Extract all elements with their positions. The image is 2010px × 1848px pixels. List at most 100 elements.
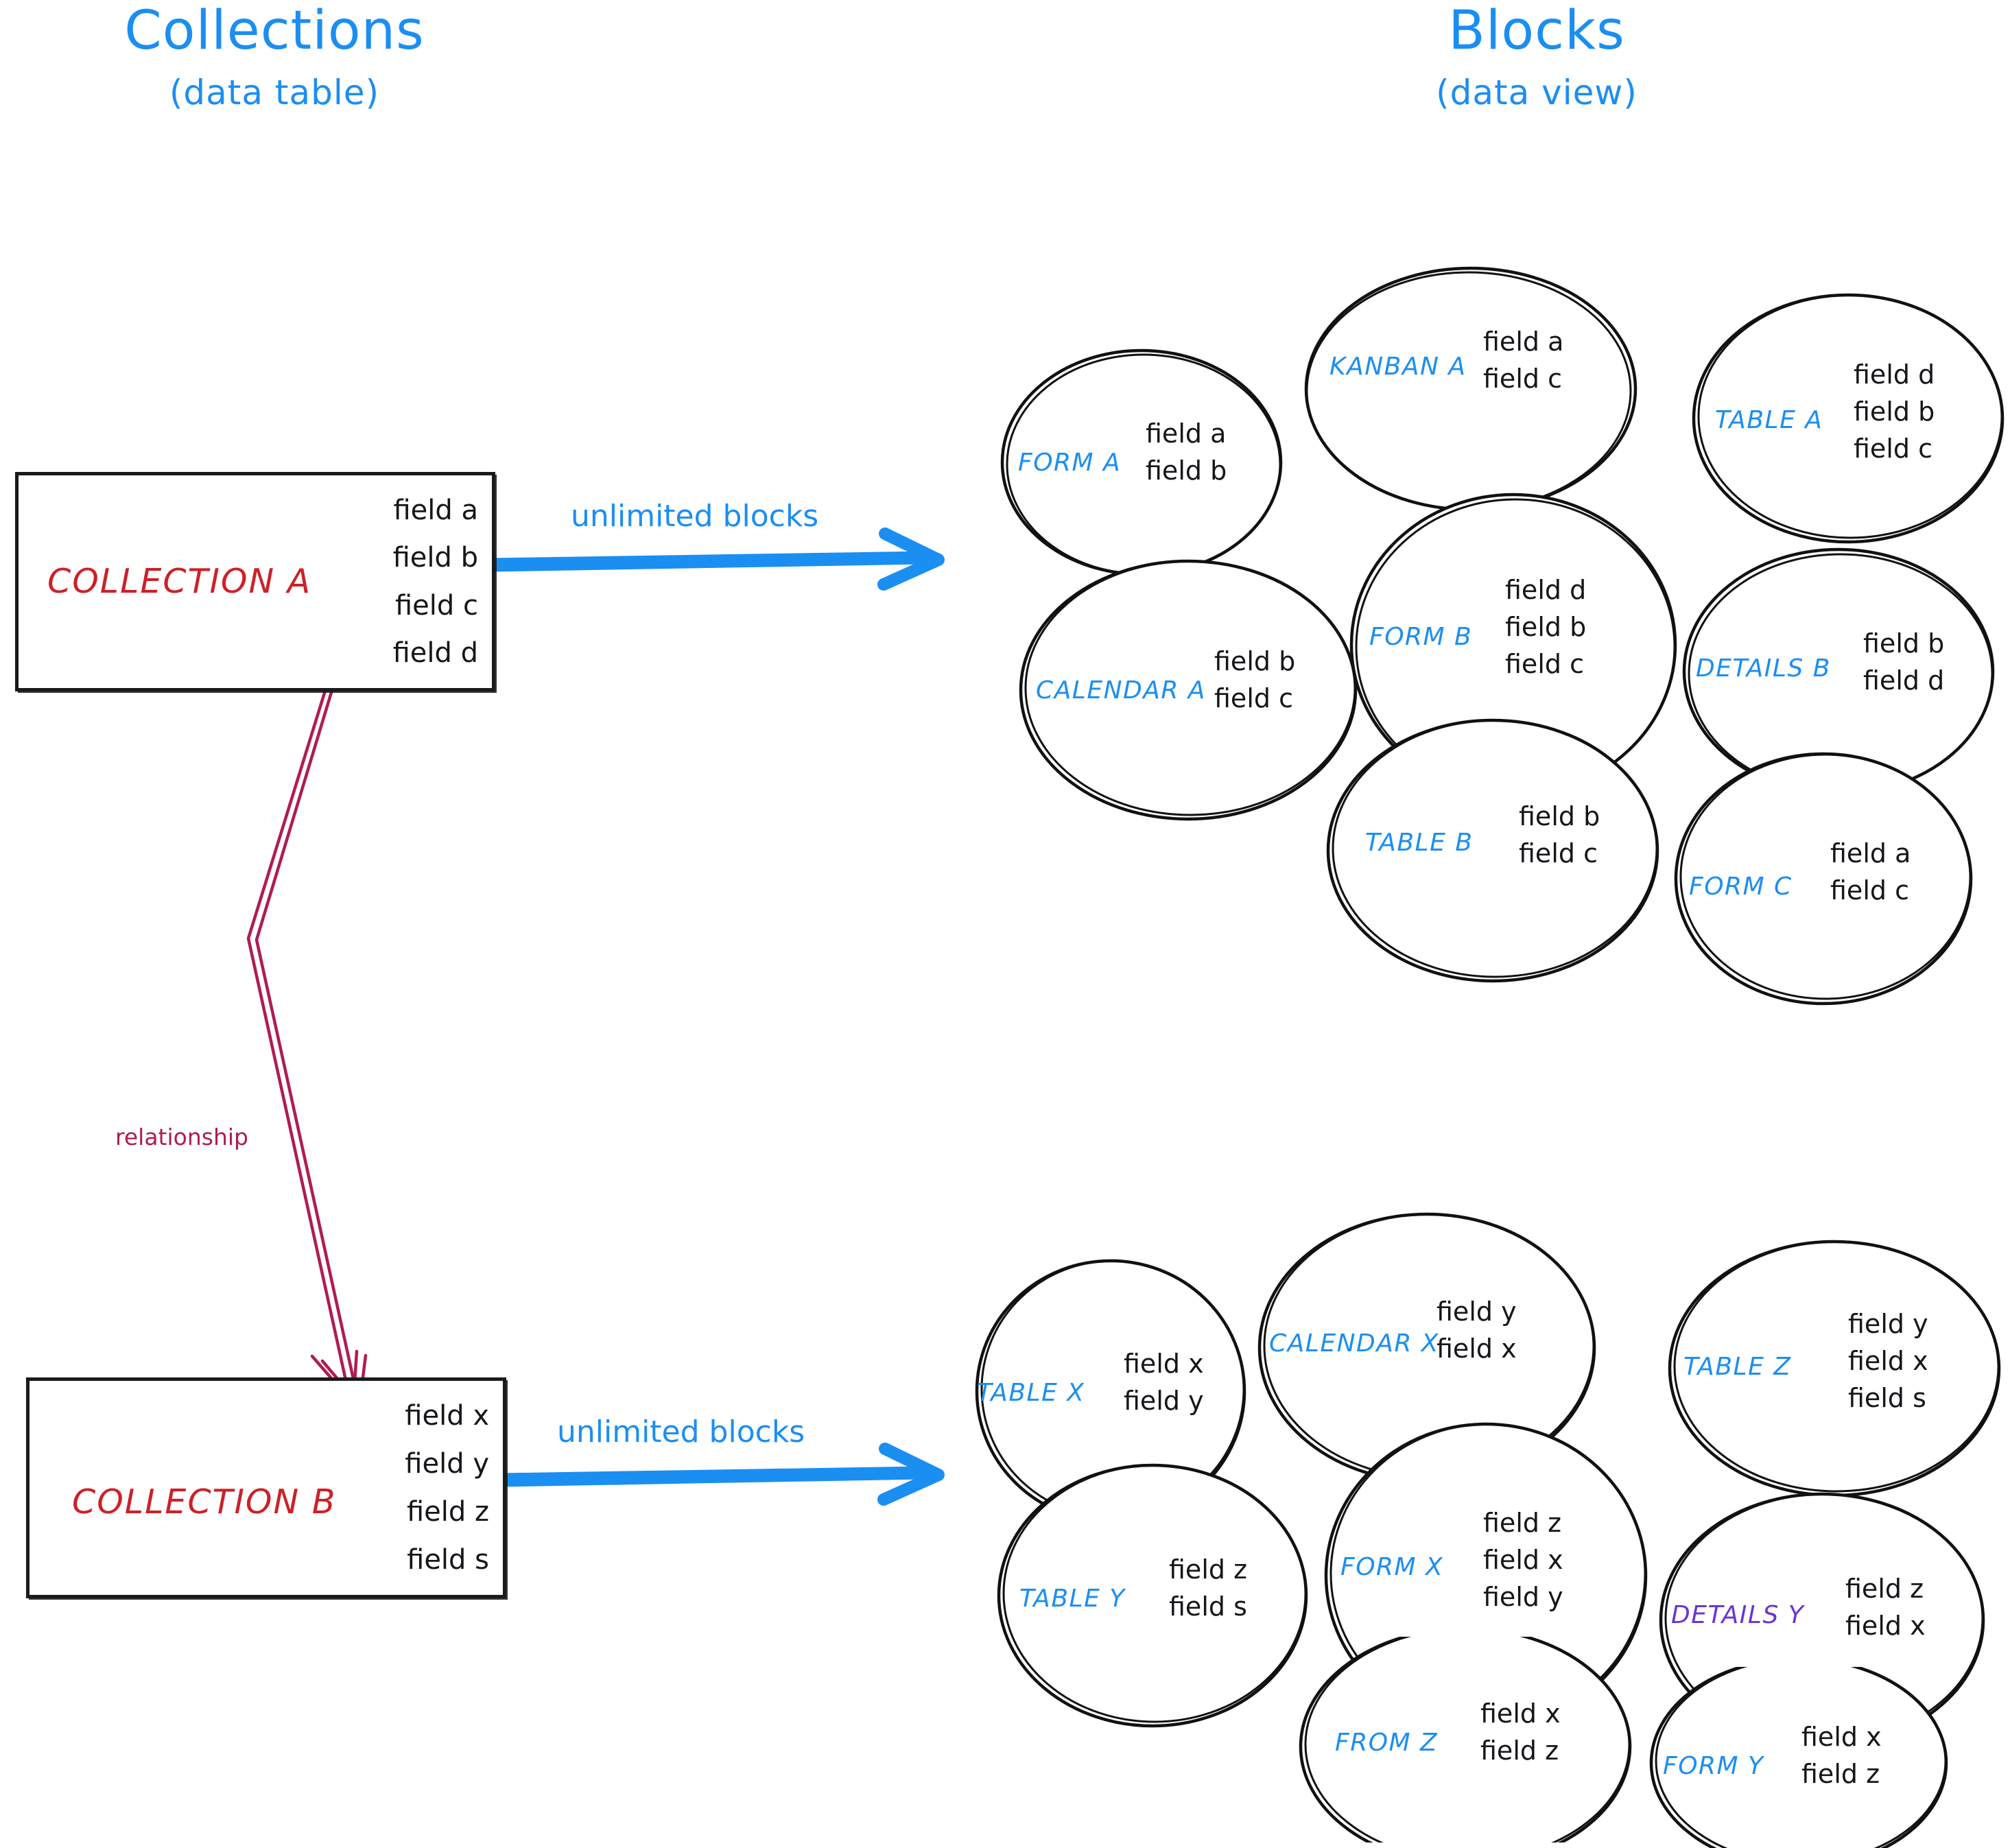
block-from-z[interactable]: FROM Z field x field z xyxy=(1295,1637,1638,1843)
block-form-c[interactable]: FORM C field a field c xyxy=(1671,748,1980,1010)
block-field: field d xyxy=(1505,575,1587,605)
heading-collections-title: Collections xyxy=(124,0,425,62)
block-field: field b xyxy=(1214,646,1296,676)
block-label: CALENDAR X xyxy=(1269,1329,1439,1358)
heading-blocks-subtitle: (data view) xyxy=(1436,73,1637,112)
block-field: field b xyxy=(1863,628,1945,659)
block-field-list: field a field c xyxy=(1483,324,1563,398)
block-field-list: field x field z xyxy=(1801,1719,1882,1793)
block-field: field c xyxy=(1505,648,1584,679)
block-field: field z xyxy=(1483,1508,1562,1538)
block-calendar-x[interactable]: CALENDAR X field y field x xyxy=(1254,1207,1604,1489)
block-field: field y xyxy=(1848,1309,1928,1339)
collection-a-box[interactable]: COLLECTION A field a field b field c fie… xyxy=(15,472,495,691)
block-details-b[interactable]: DETAILS B field b field d xyxy=(1679,543,2002,800)
block-field: field c xyxy=(1483,363,1562,394)
block-table-b[interactable]: TABLE B field b field c xyxy=(1323,713,1666,988)
ellipse-outline xyxy=(1299,1637,1632,1843)
block-label: TABLE Z xyxy=(1683,1353,1792,1381)
collection-a-field: field d xyxy=(392,637,478,670)
block-field: field x xyxy=(1848,1345,1928,1376)
collection-b-field: field x xyxy=(405,1400,489,1432)
block-field: field s xyxy=(1848,1382,1926,1413)
heading-blocks: Blocks (data view) xyxy=(1255,4,1818,117)
collection-b-name: COLLECTION B xyxy=(72,1482,337,1521)
block-field: field c xyxy=(1830,875,1909,905)
block-field: field s xyxy=(1169,1591,1247,1622)
block-field: field x xyxy=(1845,1610,1926,1641)
collection-b-field: field s xyxy=(407,1544,489,1576)
relationship-connector xyxy=(246,659,368,1407)
block-label: DETAILS Y xyxy=(1671,1601,1805,1629)
collection-b-box[interactable]: COLLECTION B field x field y field z fie… xyxy=(26,1377,506,1598)
block-field-list: field d field b field c xyxy=(1505,572,1586,683)
block-field: field z xyxy=(1480,1735,1559,1766)
block-label: KANBAN A xyxy=(1329,353,1467,381)
relationship-label: relationship xyxy=(115,1124,248,1150)
collection-a-field: field a xyxy=(393,494,478,526)
block-kanban-a[interactable]: KANBAN A field a field c xyxy=(1299,262,1642,516)
block-label: TABLE A xyxy=(1715,406,1823,434)
collection-a-name: COLLECTION A xyxy=(47,562,312,601)
block-table-z[interactable]: TABLE Z field y field x field s xyxy=(1664,1235,2007,1502)
block-field-list: field z field x xyxy=(1845,1571,1926,1645)
unlimited-blocks-label-b: unlimited blocks xyxy=(557,1414,805,1449)
block-field: field b xyxy=(1854,396,1935,427)
block-field: field c xyxy=(1214,683,1293,713)
block-field: field b xyxy=(1505,611,1587,642)
ellipse-outline xyxy=(1019,559,1358,821)
collection-b-field: field y xyxy=(405,1448,489,1480)
block-field: field x xyxy=(1801,1722,1882,1752)
collection-b-field: field z xyxy=(406,1496,489,1528)
collection-b-field-list: field x field y field z field s xyxy=(405,1392,489,1584)
unlimited-blocks-label-a: unlimited blocks xyxy=(571,499,819,534)
block-field: field z xyxy=(1801,1758,1880,1789)
block-field: field d xyxy=(1863,665,1945,696)
block-label: TABLE X xyxy=(977,1379,1085,1407)
unlimited-blocks-arrow-a xyxy=(484,528,945,591)
block-label: FORM B xyxy=(1369,623,1473,651)
block-field: field y xyxy=(1436,1296,1517,1327)
block-label: TABLE Y xyxy=(1019,1585,1126,1613)
block-field-list: field x field z xyxy=(1480,1696,1561,1770)
block-field: field z xyxy=(1169,1554,1248,1585)
block-field-list: field z field x field y xyxy=(1483,1505,1563,1616)
block-field-list: field y field x field s xyxy=(1848,1306,1928,1417)
block-field-list: field d field b field c xyxy=(1854,357,1935,468)
ellipse-outline xyxy=(1649,1667,1948,1848)
block-field: field a xyxy=(1483,327,1564,357)
block-form-y[interactable]: FORM Y field x field z xyxy=(1646,1667,1955,1848)
block-field: field y xyxy=(1483,1581,1563,1612)
ellipse-outline xyxy=(1674,752,1973,1006)
block-field-list: field z field s xyxy=(1169,1552,1247,1626)
block-label: CALENDAR A xyxy=(1036,676,1206,704)
block-field: field x xyxy=(1483,1544,1563,1575)
ellipse-outline xyxy=(1304,266,1637,512)
block-field-list: field a field b xyxy=(1146,416,1227,490)
block-label: FORM X xyxy=(1340,1553,1444,1581)
block-table-a[interactable]: TABLE A field d field b field c xyxy=(1689,288,2010,549)
block-field: field d xyxy=(1854,359,1935,390)
block-label: DETAILS B xyxy=(1696,654,1831,683)
block-table-y[interactable]: TABLE Y field z field s xyxy=(993,1458,1316,1733)
block-field: field b xyxy=(1146,455,1227,486)
ellipse-outline xyxy=(1692,293,2005,544)
block-field-list: field b field c xyxy=(1214,643,1295,718)
block-table-x[interactable]: TABLE X field x field y xyxy=(971,1254,1253,1528)
block-field: field x xyxy=(1480,1698,1561,1729)
block-field: field c xyxy=(1519,838,1598,868)
block-calendar-a[interactable]: CALENDAR A field b field c xyxy=(1015,554,1365,826)
collection-a-field: field b xyxy=(392,542,478,574)
ellipse-outline xyxy=(1668,1240,2001,1497)
unlimited-blocks-arrow-b xyxy=(493,1443,945,1506)
block-field: field y xyxy=(1124,1385,1204,1416)
block-label: FORM A xyxy=(1018,449,1122,477)
ellipse-outline xyxy=(1326,718,1659,983)
block-label: FORM Y xyxy=(1663,1752,1764,1780)
block-field-list: field b field c xyxy=(1519,798,1600,873)
block-field: field b xyxy=(1519,801,1600,831)
block-label: FORM C xyxy=(1689,873,1793,901)
block-form-a[interactable]: FORM A field a field b xyxy=(996,344,1287,580)
ellipse-outline xyxy=(997,1463,1308,1728)
heading-collections: Collections (data table) xyxy=(27,4,521,117)
